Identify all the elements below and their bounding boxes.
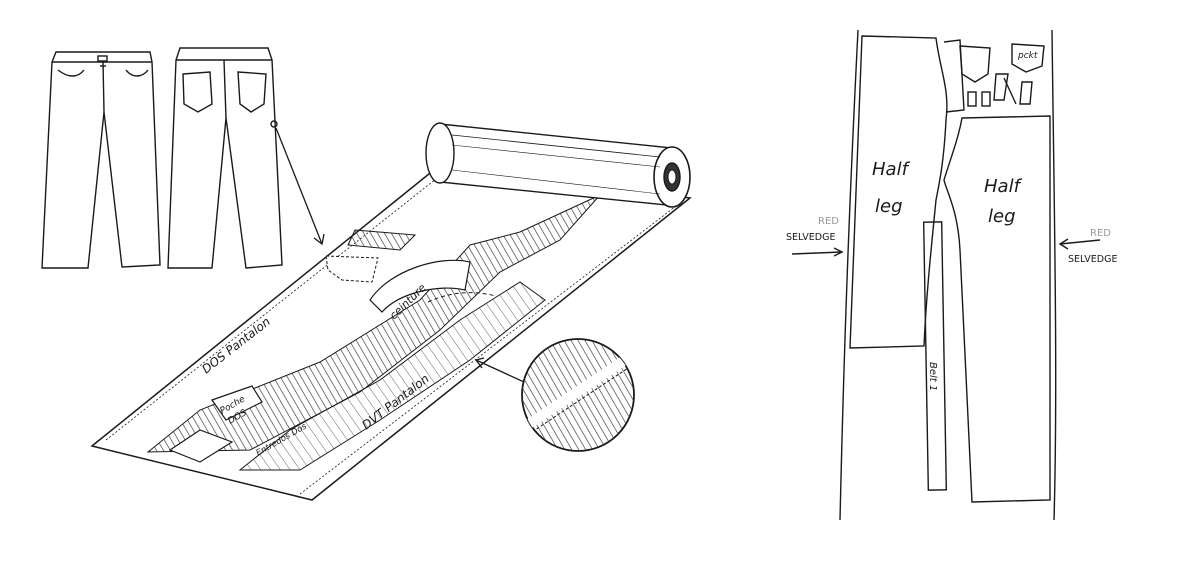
fabric-strip: DOS Pantalon DVT Pantalon ceinture Poche… <box>90 164 692 501</box>
label-pocket: pckt <box>1017 51 1038 61</box>
jeans-front-drawing <box>41 51 161 269</box>
arrow-loupe-to-strip <box>474 357 525 383</box>
label-half-leg-left-1: Half <box>872 159 911 180</box>
arrow-seam-to-fabric <box>275 127 325 246</box>
cutting-layout <box>791 29 1101 521</box>
cutting-layout-labels: Half leg Half leg RED SELVEDGE RED SELVE… <box>786 51 1117 391</box>
label-selvedge-left-red: RED <box>818 216 839 227</box>
label-half-leg-left-2: leg <box>875 196 903 217</box>
label-half-leg-right-2: leg <box>988 206 1016 227</box>
label-selvedge-right-red: RED <box>1090 228 1111 239</box>
fabric-roll <box>425 122 691 208</box>
label-selvedge-left: SELVEDGE <box>786 232 835 243</box>
fabric-detail-loupe <box>521 338 635 452</box>
jeans-back-drawing <box>167 47 283 269</box>
label-half-leg-right-1: Half <box>984 176 1023 197</box>
label-selvedge-right: SELVEDGE <box>1068 254 1117 265</box>
label-belt: Belt 1 <box>927 362 938 391</box>
